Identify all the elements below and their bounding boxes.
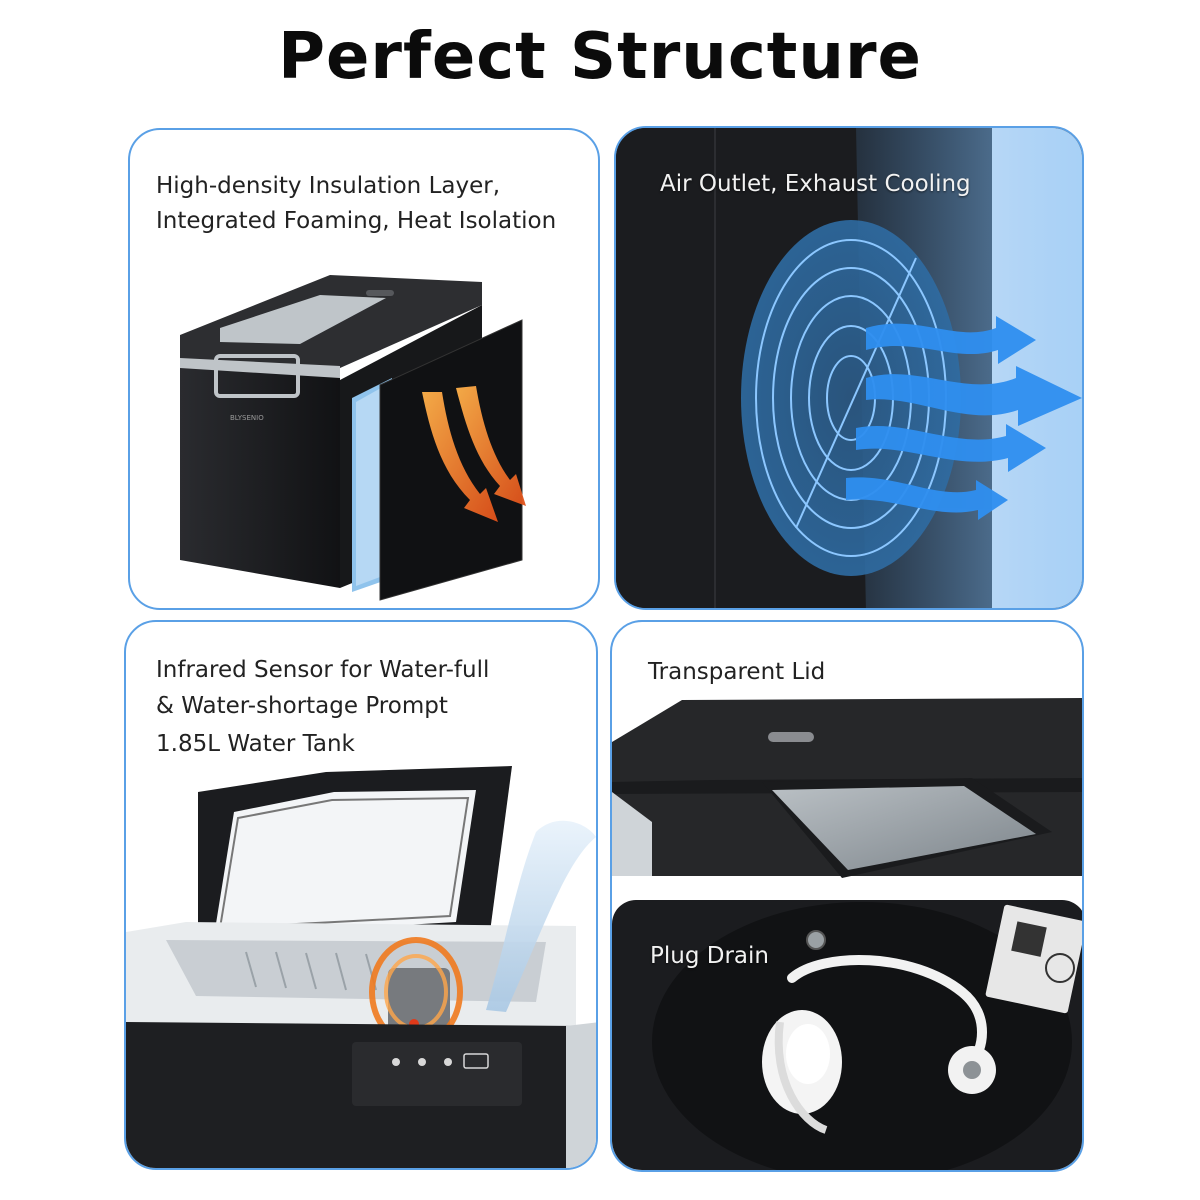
sensor-caption-line2: & Water-shortage Prompt [156, 693, 448, 719]
drain-caption: Plug Drain [650, 943, 769, 969]
water-tank-illustration [126, 766, 596, 1168]
page-title: Perfect Structure [278, 20, 922, 94]
insulation-caption-line1: High-density Insulation Layer, [156, 173, 501, 199]
lid-caption: Transparent Lid [648, 659, 826, 685]
insulation-caption-line2: Integrated Foaming, Heat Isolation [156, 208, 557, 234]
lid-drain-illustration [612, 698, 1082, 1170]
insulation-illustration: BLYSENIO [180, 275, 526, 601]
air-outlet-caption: Air Outlet, Exhaust Cooling [660, 171, 971, 197]
insulation-panel: High-density Insulation Layer, Integrate… [128, 128, 600, 610]
air-outlet-illustration [616, 128, 1082, 608]
sensor-caption-line3: 1.85L Water Tank [156, 731, 355, 757]
sensor-caption-line1: Infrared Sensor for Water-full [156, 657, 490, 683]
sensor-panel: Infrared Sensor for Water-full & Water-s… [124, 620, 598, 1170]
brand-text: BLYSENIO [230, 414, 264, 422]
lid-drain-panel: Transparent Lid [610, 620, 1084, 1172]
air-outlet-panel: Air Outlet, Exhaust Cooling [614, 126, 1084, 610]
